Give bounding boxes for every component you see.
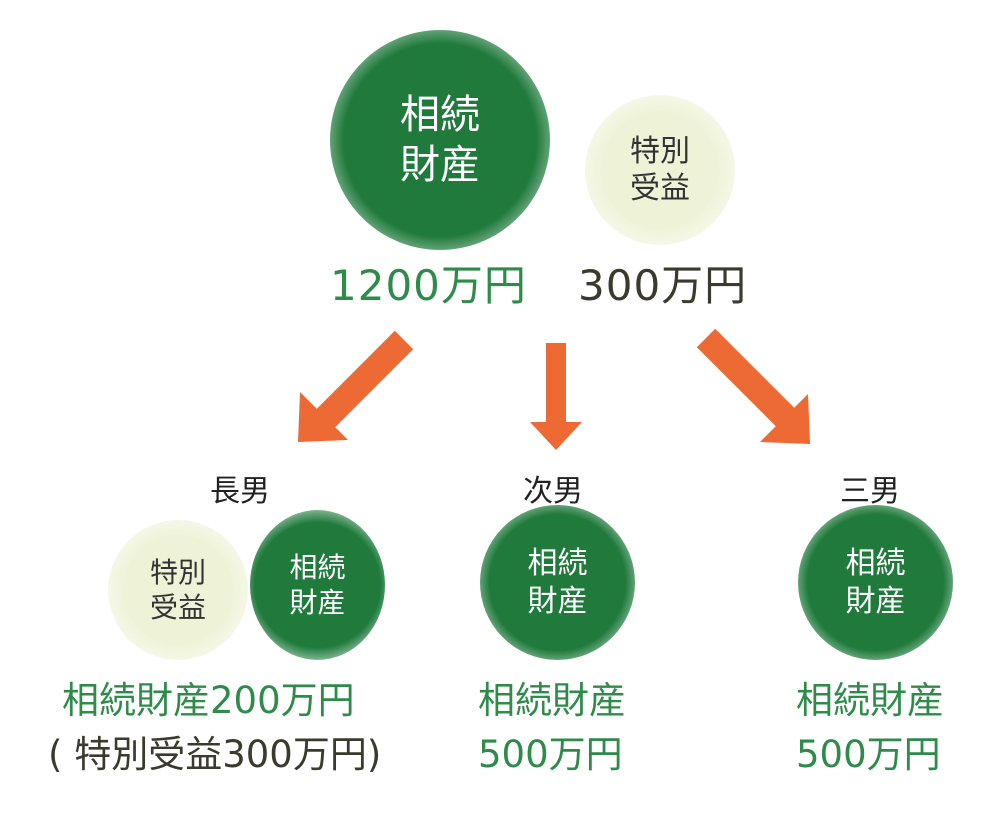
second-estate-line1: 相続 [527, 546, 588, 581]
eldest-gift-line2: 受益 [149, 591, 206, 624]
arrow-left [298, 330, 414, 442]
eldest-estate-line1: 相続 [289, 551, 346, 584]
eldest-result-line2: ( 特別受益300万円) [48, 733, 382, 776]
third-estate-circle: 相続 財産 [798, 505, 953, 660]
eldest-result-line1: 相続財産200万円 [62, 679, 355, 722]
arrow-center [530, 343, 582, 450]
eldest-gift-circle: 特別 受益 [108, 520, 248, 660]
top-gift-circle: 特別 受益 [585, 95, 735, 245]
top-estate-line1: 相続 [400, 92, 480, 138]
second-estate-line2: 財産 [527, 583, 588, 619]
eldest-estate-circle: 相続 財産 [250, 510, 385, 660]
third-estate-line2: 財産 [845, 583, 906, 619]
arrow-right [696, 328, 810, 444]
third-result-line1: 相続財産 [796, 679, 944, 722]
heir-name-eldest: 長男 [210, 474, 270, 509]
second-result-line2: 500万円 [478, 733, 623, 776]
top-gift-line2: 受益 [630, 171, 690, 206]
top-gift-line1: 特別 [630, 133, 690, 169]
second-estate-circle: 相続 財産 [480, 505, 635, 660]
heir-name-second: 次男 [523, 474, 583, 509]
eldest-gift-line1: 特別 [149, 556, 206, 589]
second-result-line1: 相続財産 [478, 679, 626, 722]
top-gift-amount: 300万円 [578, 261, 748, 310]
top-estate-line2: 財産 [400, 142, 480, 188]
third-result-line2: 500万円 [796, 733, 941, 776]
heir-name-third: 三男 [840, 474, 900, 509]
eldest-estate-line2: 財産 [289, 586, 346, 619]
third-estate-line1: 相続 [845, 546, 906, 581]
top-estate-circle: 相続 財産 [330, 30, 550, 250]
top-estate-amount: 1200万円 [330, 261, 527, 310]
